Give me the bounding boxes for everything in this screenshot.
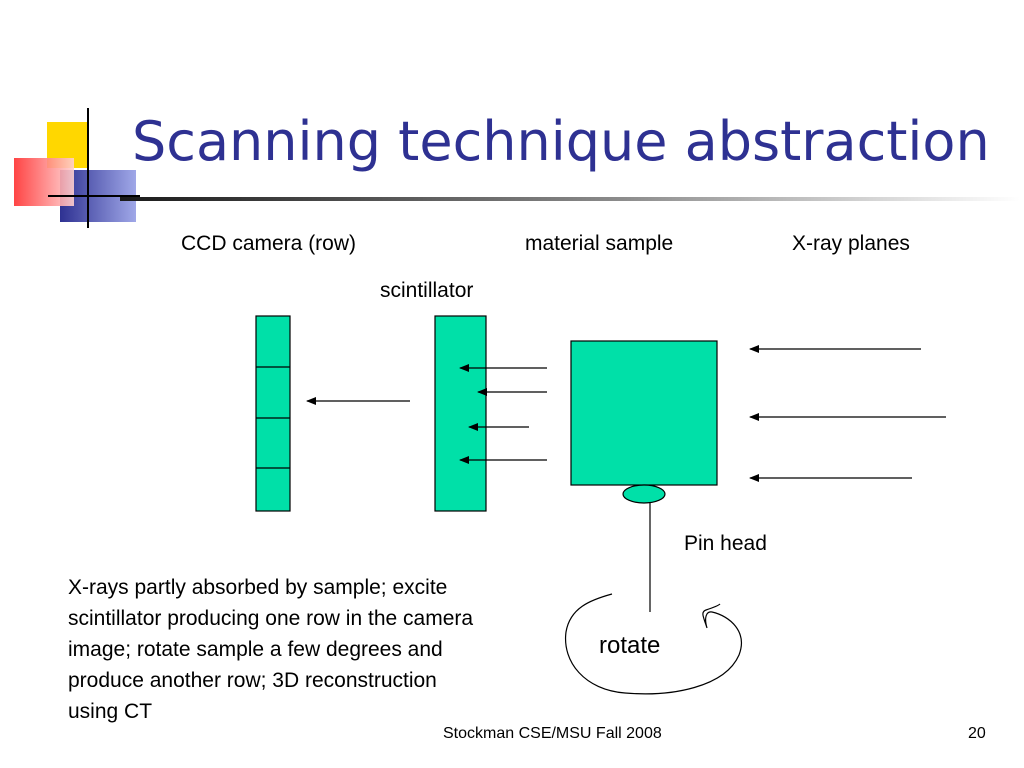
rotate-loop-icon: [564, 593, 742, 695]
title-underline: [120, 197, 1020, 201]
page-title: Scanning technique abstraction: [132, 110, 990, 173]
ccd-camera-bar: [255, 315, 291, 512]
pin-head-ellipse: [622, 484, 666, 504]
description-text: X-rays partly absorbed by sample; excite…: [68, 576, 474, 723]
scintillator-bar: [434, 315, 487, 512]
rotate-label: rotate: [599, 632, 661, 659]
ccd-camera-label: CCD camera (row): [181, 232, 357, 255]
logo-red-square: [14, 158, 74, 206]
xray-planes-label: X-ray planes: [792, 232, 910, 255]
slide-logo: [14, 108, 140, 228]
pin-head-label: Pin head: [684, 532, 767, 555]
footer-credit: Stockman CSE/MSU Fall 2008: [443, 725, 662, 742]
page-number: 20: [968, 725, 986, 742]
material-sample-label: material sample: [525, 232, 674, 255]
material-sample-block: [570, 340, 718, 486]
scintillator-label: scintillator: [380, 279, 474, 302]
